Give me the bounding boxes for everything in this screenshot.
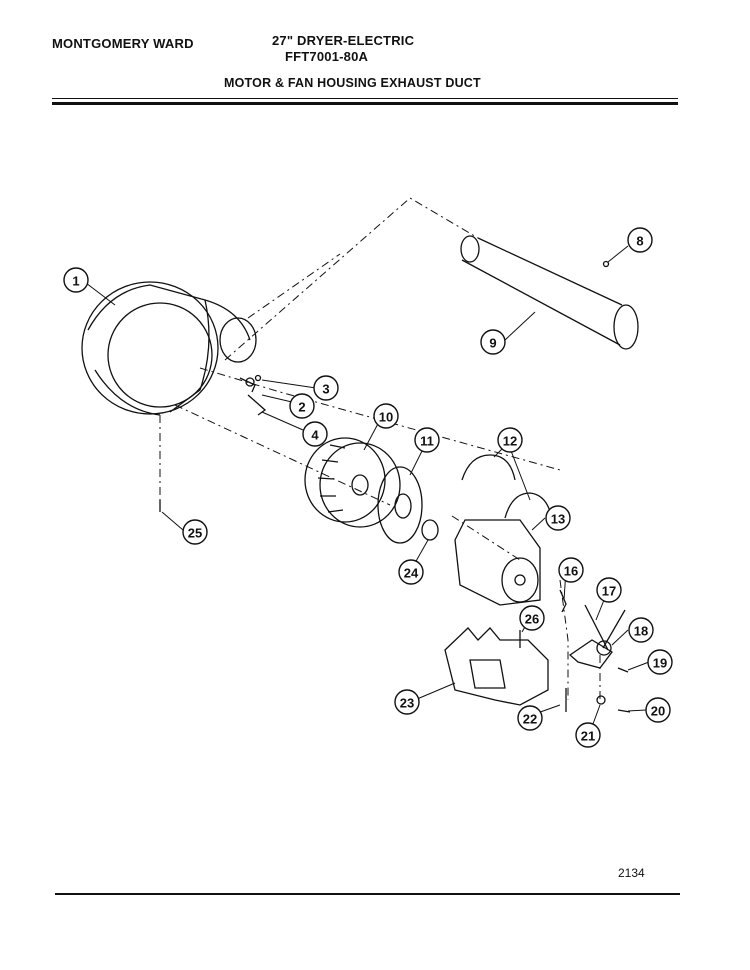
callout-number: 20: [651, 704, 665, 719]
callout-number: 19: [653, 656, 667, 671]
callout-25: 25: [182, 519, 208, 545]
callout-13: 13: [545, 505, 571, 531]
callout-number: 8: [636, 234, 643, 249]
callout-24: 24: [398, 559, 424, 585]
callout-number: 26: [525, 612, 539, 627]
callout-number: 17: [602, 584, 616, 599]
callout-circle: [575, 722, 601, 748]
exhaust-duct-part: [460, 235, 639, 350]
callout-circle: [519, 605, 545, 631]
callout-circle: [558, 557, 584, 583]
callout-circle: [596, 577, 622, 603]
callout-26: 26: [519, 605, 545, 631]
callout-number: 18: [634, 624, 648, 639]
motor-strap-parts: [461, 454, 553, 521]
callout-circle: [645, 697, 671, 723]
callout-circle: [182, 519, 208, 545]
model-number: FFT7001-80A: [285, 49, 369, 64]
callout-22: 22: [517, 705, 543, 731]
header-rule-thick: [52, 102, 678, 105]
model-title: 27" DRYER-ELECTRIC: [272, 33, 415, 48]
callout-circle: [63, 267, 89, 293]
assembly-lines: [159, 197, 601, 700]
callout-number: 23: [400, 696, 414, 711]
callout-number: 21: [581, 729, 595, 744]
callout-21: 21: [575, 722, 601, 748]
clip-parts: [239, 374, 267, 416]
section-title: MOTOR & FAN HOUSING EXHAUST DUCT: [224, 76, 481, 90]
callout-circle: [545, 505, 571, 531]
idler-assembly-part: [559, 589, 631, 713]
footer-rule: [55, 893, 680, 895]
header-rule-thin: [52, 98, 678, 99]
callout-8: 8: [627, 227, 653, 253]
brand-name: MONTGOMERY WARD: [52, 36, 194, 51]
callout-circle: [394, 689, 420, 715]
callout-number: 9: [489, 336, 496, 351]
callout-number: 25: [188, 526, 202, 541]
callout-1: 1: [63, 267, 89, 293]
callout-2: 2: [289, 393, 315, 419]
callout-19: 19: [647, 649, 673, 675]
callout-16: 16: [558, 557, 584, 583]
callout-20: 20: [645, 697, 671, 723]
callout-circle: [313, 375, 339, 401]
callout-number: 22: [523, 712, 537, 727]
motor-mount-part: [159, 500, 567, 712]
callout-10: 10: [373, 403, 399, 429]
blower-wheel-part: [304, 437, 401, 528]
washer-part: [421, 519, 439, 541]
callout-number: 12: [503, 434, 517, 449]
seal-plate-part: [377, 466, 423, 544]
callout-circle: [398, 559, 424, 585]
callout-number: 13: [551, 512, 565, 527]
fan-housing-part: [81, 281, 257, 416]
callout-circle: [647, 649, 673, 675]
callout-17: 17: [596, 577, 622, 603]
callout-3: 3: [313, 375, 339, 401]
callout-circle: [627, 227, 653, 253]
callout-circle: [289, 393, 315, 419]
callout-12: 12: [497, 427, 523, 453]
callout-circle: [302, 421, 328, 447]
callout-23: 23: [394, 689, 420, 715]
callout-18: 18: [628, 617, 654, 643]
callout-circle: [373, 403, 399, 429]
page-number: 2134: [618, 866, 645, 880]
callout-circle: [497, 427, 523, 453]
callout-number: 10: [379, 410, 393, 425]
callout-circle: [628, 617, 654, 643]
callout-circle: [517, 705, 543, 731]
callout-number: 4: [311, 428, 319, 443]
callout-9: 9: [480, 329, 506, 355]
callout-number: 11: [420, 434, 434, 449]
callout-number: 3: [322, 382, 329, 397]
callout-circle: [480, 329, 506, 355]
callout-number: 2: [298, 400, 305, 415]
callout-4: 4: [302, 421, 328, 447]
callout-number: 1: [72, 274, 79, 289]
callout-circle: [414, 427, 440, 453]
callout-11: 11: [414, 427, 440, 453]
callout-number: 16: [564, 564, 578, 579]
callout-number: 24: [404, 566, 419, 581]
motor-part: [454, 519, 541, 606]
